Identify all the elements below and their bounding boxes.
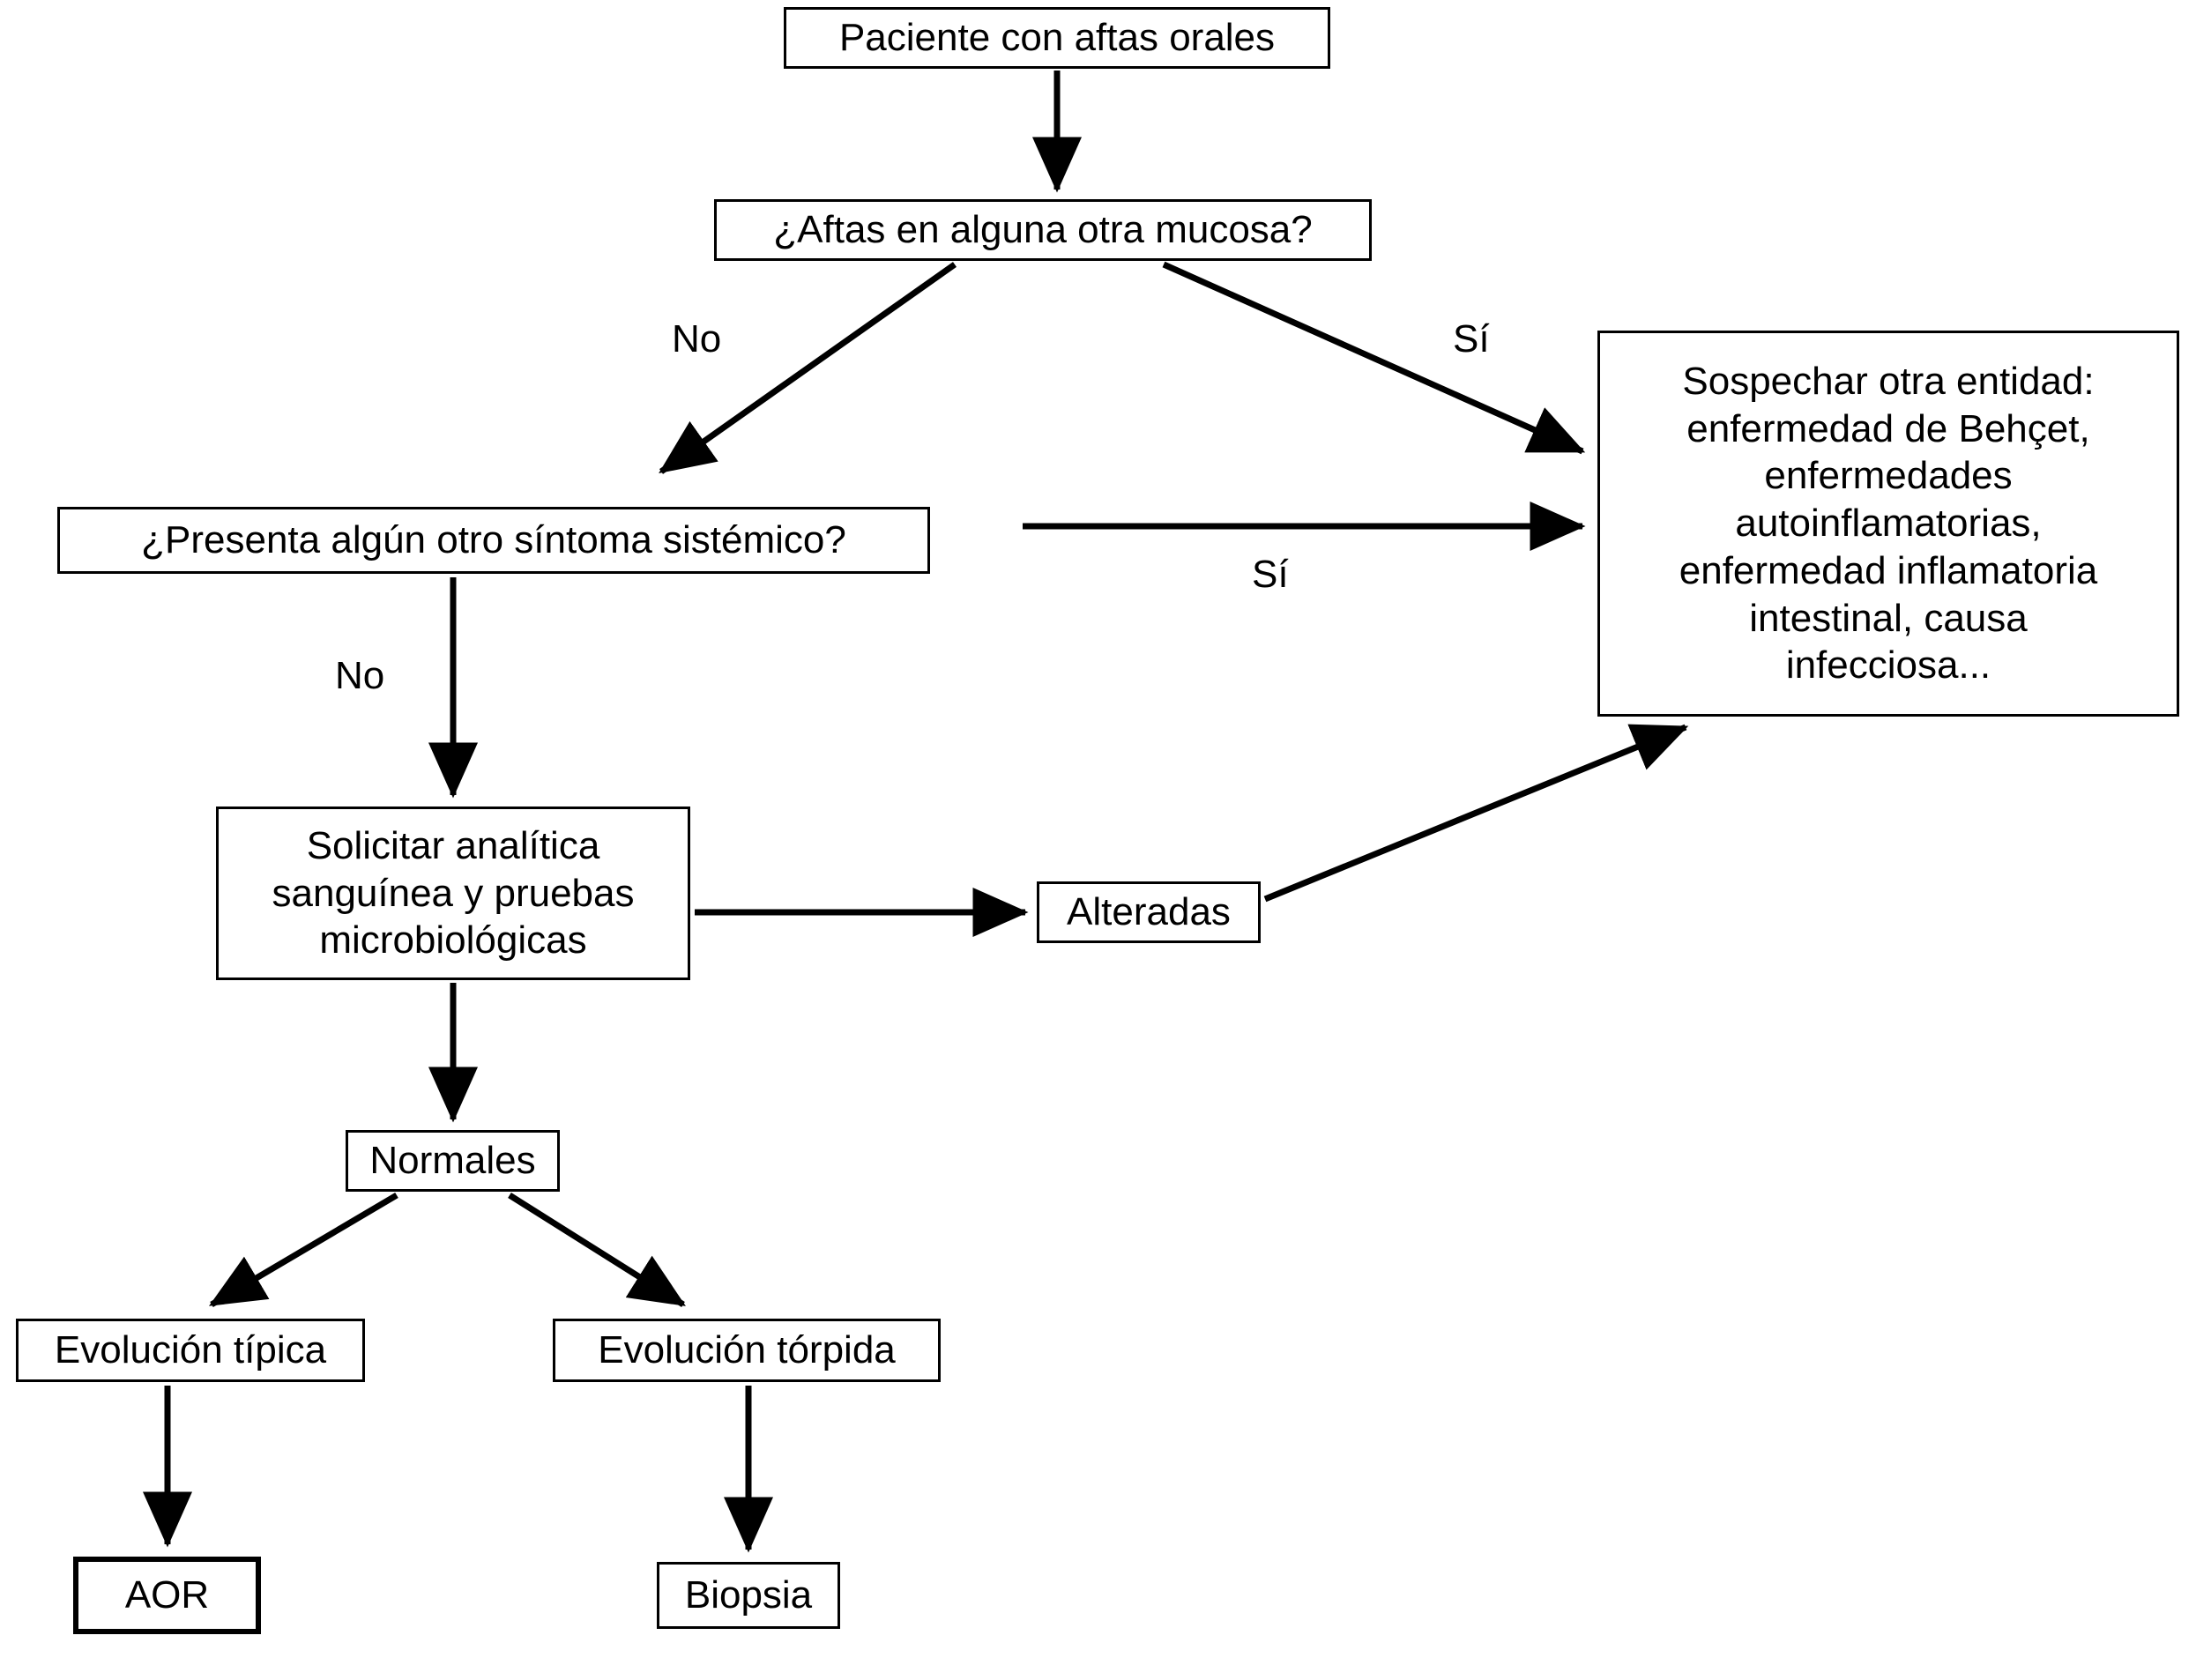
node-paciente-con-aftas-orales: Paciente con aftas orales (784, 7, 1330, 69)
edge-label-si-mucosa: Sí (1453, 317, 1490, 361)
edge-label-si-sistemico: Sí (1252, 553, 1289, 596)
edge-label-no-mucosa: No (672, 317, 722, 361)
node-presenta-algun-otro-sintoma-sistemico: ¿Presenta algún otro síntoma sistémico? (57, 507, 930, 574)
node-evolucion-tipica: Evolución típica (16, 1319, 365, 1382)
edge-mucosa-to-sistemico (659, 262, 957, 474)
edge-normales-to-torpida (508, 1193, 686, 1307)
node-aftas-en-alguna-otra-mucosa: ¿Aftas en alguna otra mucosa? (714, 199, 1372, 261)
edge-normales-to-tipica (208, 1192, 398, 1308)
node-alteradas: Alteradas (1037, 881, 1261, 943)
edge-alteradas-to-sospechar (1263, 724, 1689, 903)
edge-label-no-sistemico: No (335, 654, 385, 697)
node-biopsia: Biopsia (657, 1562, 840, 1629)
node-normales: Normales (346, 1130, 560, 1192)
node-sospechar-otra-entidad: Sospechar otra entidad: enfermedad de Be… (1597, 331, 2179, 717)
edge-mucosa-to-sospechar (1162, 261, 1586, 455)
node-solicitar-analitica: Solicitar analítica sanguínea y pruebas … (216, 807, 690, 980)
node-evolucion-torpida: Evolución tórpida (553, 1319, 941, 1382)
node-aor: AOR (73, 1557, 261, 1634)
